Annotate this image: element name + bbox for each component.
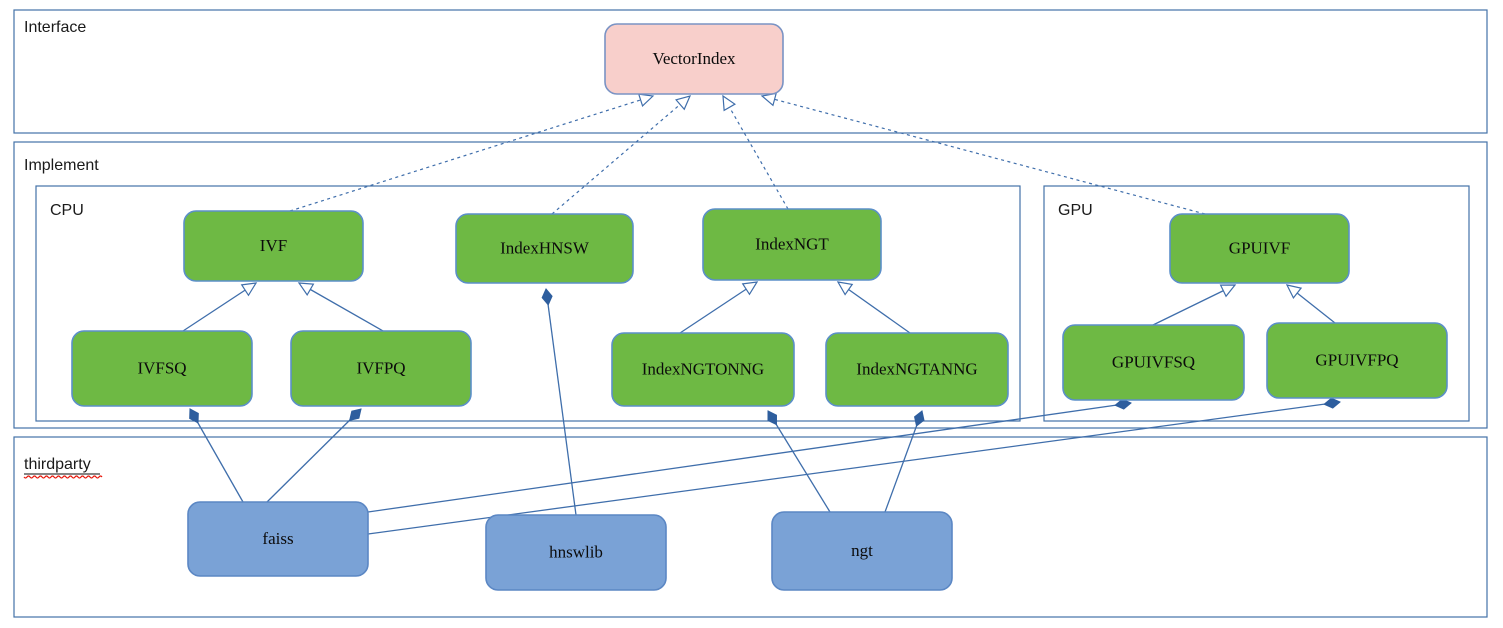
edge-line-faiss-composes-ivfsq <box>189 408 244 503</box>
edge-line-hnswlib-composes-indexhnsw <box>545 288 577 516</box>
node-gpuivfpq[interactable]: GPUIVFPQ <box>1266 322 1448 399</box>
node-box-faiss[interactable] <box>187 501 369 577</box>
edge-faiss-composes-ivfpq <box>266 408 362 503</box>
node-box-ngt[interactable] <box>771 511 953 591</box>
edge-line-ivf-realizes-vectorindex <box>289 95 654 212</box>
edge-faiss-composes-gpuivfpq <box>367 397 1341 535</box>
node-gpuivf[interactable]: GPUIVF <box>1169 213 1350 284</box>
edge-line-ngt-composes-indexngtonng <box>767 410 831 513</box>
edge-gpuivfpq-inherits-gpuivf <box>1285 284 1336 324</box>
node-box-gpuivfsq[interactable] <box>1062 324 1245 401</box>
edge-indexngtanng-inherits-indexngt <box>836 281 911 334</box>
edge-line-faiss-composes-gpuivfsq <box>367 402 1132 513</box>
container-label-gpu: GPU <box>1058 202 1093 219</box>
node-label-ngt: ngt <box>851 541 873 560</box>
node-box-indexngtanng[interactable] <box>825 332 1009 407</box>
spellcheck-underline-thirdparty <box>23 475 103 479</box>
container-label-cpu: CPU <box>50 202 84 219</box>
node-label-gpuivfsq: GPUIVFSQ <box>1112 352 1195 371</box>
node-box-indexhnsw[interactable] <box>455 213 634 284</box>
edge-line-indexngt-realizes-vectorindex <box>722 95 789 210</box>
container-label-implement: Implement <box>24 157 99 174</box>
arrowhead-icon-ivfpq-inherits-ivf <box>297 282 315 296</box>
edge-line-ivfsq-inherits-ivf <box>182 282 257 332</box>
node-label-indexhnsw: IndexHNSW <box>500 238 590 257</box>
node-vectorindex[interactable]: VectorIndex <box>604 23 784 95</box>
node-label-vectorindex: VectorIndex <box>652 49 736 68</box>
edge-line-faiss-composes-gpuivfpq <box>367 401 1341 535</box>
edge-ivfsq-inherits-ivf <box>182 282 258 332</box>
node-ivfsq[interactable]: IVFSQ <box>71 330 253 407</box>
node-box-indexngt[interactable] <box>702 208 882 281</box>
edge-line-indexhnsw-realizes-vectorindex <box>551 95 691 215</box>
arrowhead-icon-indexhnsw-realizes-vectorindex <box>675 95 692 111</box>
node-indexngtonng[interactable]: IndexNGTONNG <box>611 332 795 407</box>
composition-diamond-ngt-composes-indexngtonng <box>767 410 777 426</box>
edge-ngt-composes-indexngtanng <box>884 410 925 513</box>
node-ivf[interactable]: IVF <box>183 210 364 282</box>
node-indexhnsw[interactable]: IndexHNSW <box>455 213 634 284</box>
container-label-interface: Interface <box>24 19 86 36</box>
edge-ivf-realizes-vectorindex <box>289 93 655 212</box>
edge-hnswlib-composes-indexhnsw <box>541 288 577 516</box>
node-indexngt[interactable]: IndexNGT <box>702 208 882 281</box>
edge-indexngtonng-inherits-indexngt <box>679 281 759 334</box>
node-faiss[interactable]: faiss <box>187 501 369 577</box>
arrowhead-icon-indexngtanng-inherits-indexngt <box>836 281 854 296</box>
edge-ngt-composes-indexngtonng <box>767 410 831 513</box>
node-ivfpq[interactable]: IVFPQ <box>290 330 472 407</box>
arrowhead-icon-indexngt-realizes-vectorindex <box>722 94 736 112</box>
node-label-indexngtanng: IndexNGTANNG <box>856 359 977 378</box>
composition-diamond-hnswlib-composes-indexhnsw <box>541 288 553 306</box>
edge-line-faiss-composes-ivfpq <box>266 408 362 503</box>
node-label-ivf: IVF <box>260 236 287 255</box>
edge-line-gpuivfsq-inherits-gpuivf <box>1152 284 1236 326</box>
arrowhead-icon-ivf-realizes-vectorindex <box>637 93 655 108</box>
arrowhead-icon-gpuivfpq-inherits-gpuivf <box>1285 284 1303 300</box>
container-label-thirdparty: thirdparty <box>24 456 91 473</box>
composition-diamond-ngt-composes-indexngtanng <box>914 410 925 427</box>
node-ngt[interactable]: ngt <box>771 511 953 591</box>
node-box-ivf[interactable] <box>183 210 364 282</box>
node-box-hnswlib[interactable] <box>485 514 667 591</box>
node-box-gpuivfpq[interactable] <box>1266 322 1448 399</box>
node-label-hnswlib: hnswlib <box>549 542 603 561</box>
node-box-gpuivf[interactable] <box>1169 213 1350 284</box>
node-label-ivfpq: IVFPQ <box>356 358 405 377</box>
node-label-faiss: faiss <box>262 529 293 548</box>
arrowhead-icon-ivfsq-inherits-ivf <box>240 282 258 297</box>
node-indexngtanng[interactable]: IndexNGTANNG <box>825 332 1009 407</box>
edge-line-gpuivf-realizes-vectorindex <box>761 95 1206 215</box>
edge-layer <box>182 92 1341 535</box>
composition-diamond-faiss-composes-gpuivfpq <box>1323 397 1341 409</box>
node-label-gpuivfpq: GPUIVFPQ <box>1315 350 1398 369</box>
arrowhead-icon-gpuivfsq-inherits-gpuivf <box>1219 284 1237 298</box>
node-box-ivfsq[interactable] <box>71 330 253 407</box>
node-box-indexngtonng[interactable] <box>611 332 795 407</box>
edge-line-indexngtanng-inherits-indexngt <box>837 281 911 334</box>
edge-faiss-composes-ivfsq <box>189 408 244 503</box>
node-hnswlib[interactable]: hnswlib <box>485 514 667 591</box>
edge-indexhnsw-realizes-vectorindex <box>551 95 692 215</box>
node-label-indexngt: IndexNGT <box>755 234 829 253</box>
node-box-vectorindex[interactable] <box>604 23 784 95</box>
edge-line-ngt-composes-indexngtanng <box>884 410 923 513</box>
node-label-gpuivf: GPUIVF <box>1229 238 1290 257</box>
node-label-indexngtonng: IndexNGTONNG <box>642 359 764 378</box>
arrowhead-icon-indexngtonng-inherits-indexngt <box>741 281 759 296</box>
edge-indexngt-realizes-vectorindex <box>722 94 789 210</box>
node-label-ivfsq: IVFSQ <box>137 358 186 377</box>
node-box-ivfpq[interactable] <box>290 330 472 407</box>
edge-line-indexngtonng-inherits-indexngt <box>679 281 758 334</box>
composition-diamond-faiss-composes-ivfpq <box>349 408 362 421</box>
node-gpuivfsq[interactable]: GPUIVFSQ <box>1062 324 1245 401</box>
edge-ivfpq-inherits-ivf <box>297 282 384 332</box>
composition-diamond-faiss-composes-ivfsq <box>189 408 199 424</box>
edge-gpuivfsq-inherits-gpuivf <box>1152 284 1237 326</box>
edge-line-ivfpq-inherits-ivf <box>298 282 384 332</box>
